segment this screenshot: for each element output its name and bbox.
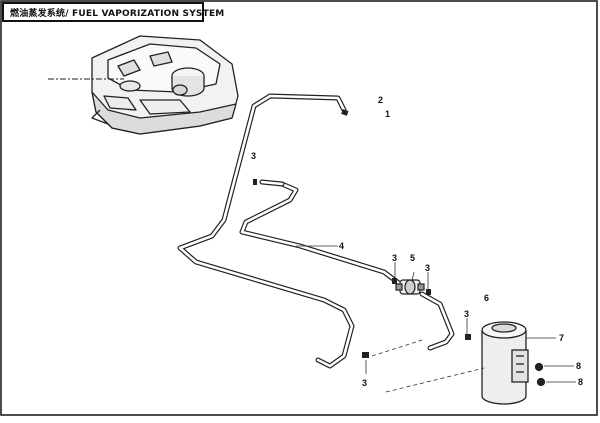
callout-2: 2 <box>378 95 383 105</box>
callout-3b: 3 <box>392 253 397 263</box>
callout-3d: 3 <box>464 309 469 319</box>
callout-8a: 8 <box>576 361 581 371</box>
callout-leaders <box>296 245 576 383</box>
hose-clamps <box>253 109 471 358</box>
hose-network <box>177 93 455 369</box>
callout-3a: 3 <box>251 151 256 161</box>
check-valve <box>395 279 425 295</box>
callout-1: 1 <box>385 109 390 119</box>
callout-3c: 3 <box>425 263 430 273</box>
callout-6: 6 <box>484 293 489 303</box>
callout-3e: 3 <box>362 378 367 388</box>
callout-labels: 2 1 3 4 3 5 3 6 3 7 8 8 3 <box>251 95 583 388</box>
fuel-tank <box>91 35 239 135</box>
callout-4: 4 <box>339 241 344 251</box>
alignment-lines <box>371 339 485 393</box>
title-box: 燃油蒸发系统/ FUEL VAPORIZATION SYSTEM <box>2 2 224 22</box>
charcoal-canister <box>481 321 546 405</box>
callout-5: 5 <box>410 253 415 263</box>
callout-7: 7 <box>559 333 564 343</box>
callout-8b: 8 <box>578 377 583 387</box>
diagram-title: 燃油蒸发系统/ FUEL VAPORIZATION SYSTEM <box>10 8 225 19</box>
